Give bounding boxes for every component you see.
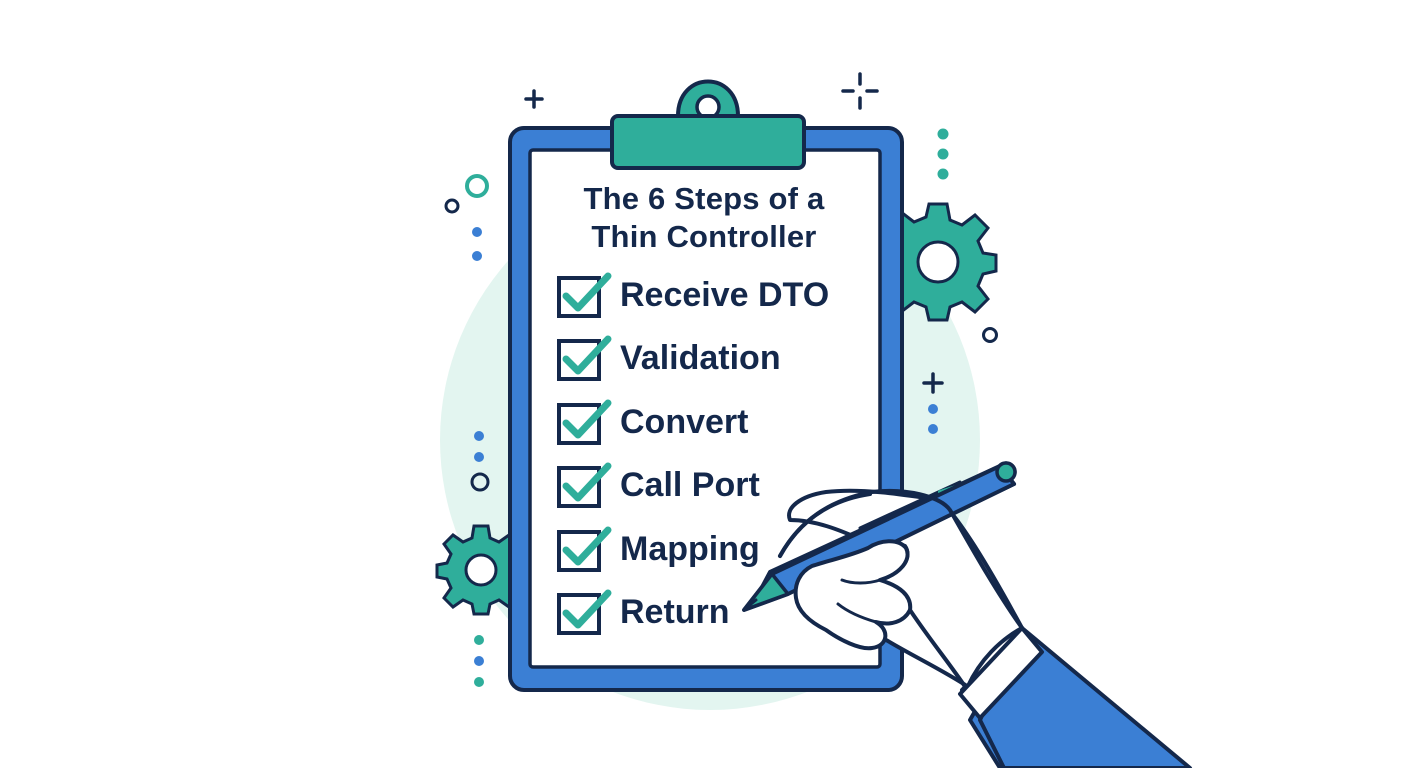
- step-label: Validation: [620, 339, 781, 378]
- checkmark-icon: [557, 399, 612, 445]
- checkbox-checked: [556, 524, 612, 572]
- checklist-item: Mapping: [556, 516, 876, 580]
- checklist-item: Convert: [556, 389, 876, 453]
- checklist: Receive DTO Validation Convert: [556, 262, 876, 643]
- title-line-1: The 6 Steps of a: [583, 181, 825, 216]
- step-label: Return: [620, 593, 730, 632]
- checkbox-checked: [556, 270, 612, 318]
- checkbox-checked: [556, 397, 612, 445]
- checklist-item: Receive DTO: [556, 262, 876, 326]
- checkmark-icon: [557, 526, 612, 572]
- checklist-item: Call Port: [556, 453, 876, 517]
- step-label: Mapping: [620, 529, 760, 568]
- title-line-2: Thin Controller: [591, 219, 817, 254]
- sparkle-icon: [524, 89, 544, 109]
- checkbox-checked: [556, 587, 612, 636]
- checkbox-checked: [556, 333, 612, 382]
- clipboard-title: The 6 Steps of a Thin Controller: [540, 180, 868, 256]
- step-label: Convert: [620, 402, 749, 441]
- decorative-dots: [444, 128, 998, 687]
- checkmark-icon: [557, 589, 612, 636]
- checklist-item: Validation: [556, 326, 876, 390]
- checkmark-icon: [557, 272, 612, 318]
- gear-icon: [878, 202, 998, 322]
- checkbox-checked: [556, 460, 612, 509]
- step-label: Call Port: [620, 466, 760, 505]
- checkmark-icon: [557, 462, 612, 509]
- checkmark-icon: [557, 335, 612, 382]
- sparkle-icon: [922, 372, 944, 394]
- checklist-item: Return: [556, 580, 876, 644]
- gear-icon: [435, 524, 527, 616]
- sparkle-icon: [841, 72, 879, 110]
- step-label: Receive DTO: [620, 275, 830, 314]
- clip-icon: [610, 79, 806, 170]
